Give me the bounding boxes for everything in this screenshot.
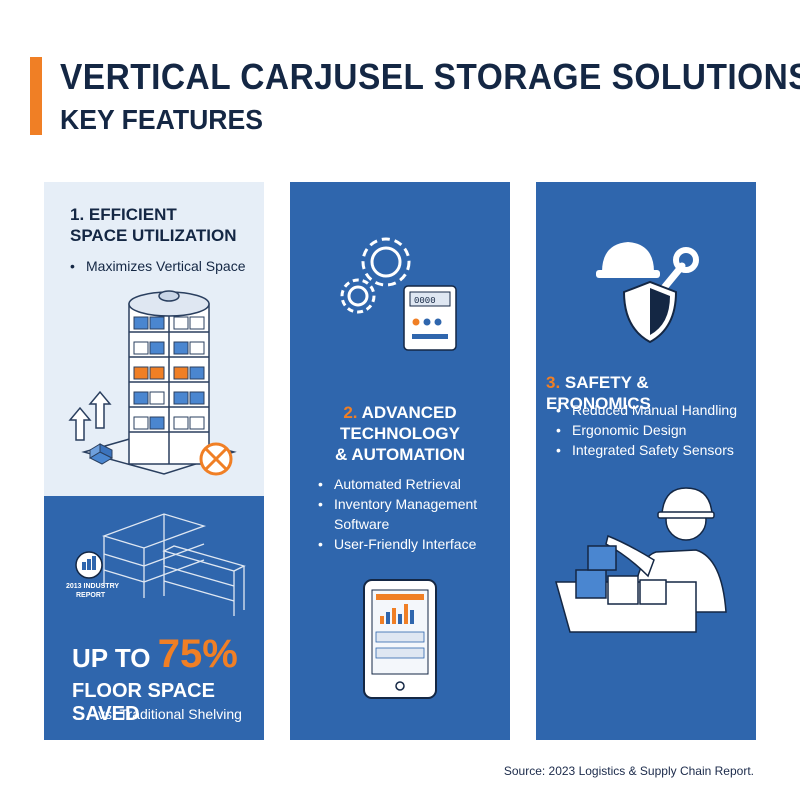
- technology-title: 2. ADVANCED TECHNOLOGY & AUTOMATION: [320, 402, 480, 465]
- technology-number: 2.: [343, 403, 358, 422]
- worker-illustration-icon: [555, 487, 727, 633]
- space-bullets: Maximizes Vertical Space: [70, 256, 246, 276]
- accent-bar: [30, 57, 42, 135]
- stat-prefix: UP TO: [72, 643, 158, 673]
- badge-line2: REPORT: [76, 592, 106, 599]
- technology-bullet-continued: Software: [334, 516, 390, 532]
- stat-headline: UP TO 75%: [72, 634, 238, 678]
- automation-gears-icon: 0000: [340, 237, 457, 351]
- tablet-dashboard-icon: [363, 579, 437, 699]
- floor-space-stat-section: 2013 INDUSTRY REPORT UP TO 75% FLOOR SPA…: [44, 496, 264, 740]
- feature-panel-technology: 0000 2. ADVANCED TECHNOLOGY & AUTOMATION…: [290, 182, 510, 740]
- report-badge-label: 2013 INDUSTRY REPORT: [66, 582, 119, 600]
- carousel-tower-icon: [68, 290, 237, 476]
- technology-bullet: User-Friendly Interface: [318, 534, 477, 554]
- page-subtitle: KEY FEATURES: [60, 104, 263, 135]
- badge-line1: 2013 INDUSTRY: [66, 583, 120, 590]
- safety-bullet: Ergonomic Design: [556, 420, 737, 440]
- technology-bullet: Inventory Management: [318, 494, 477, 514]
- safety-bullet: Integrated Safety Sensors: [556, 440, 737, 460]
- source-note: Source: 2023 Logistics & Supply Chain Re…: [503, 764, 754, 778]
- space-title-line1: 1. EFFICIENT: [70, 205, 177, 224]
- safety-bullet: Reduced Manual Handling: [556, 400, 737, 420]
- feature-panel-space: 1. EFFICIENT SPACE UTILIZATION Maximizes…: [44, 182, 264, 740]
- device-screen-text: 0000: [414, 296, 436, 306]
- report-badge-icon: [75, 551, 103, 579]
- feature-panel-safety: 3. SAFETY & ERONOMICS Reduced Manual Han…: [536, 182, 756, 740]
- space-utilization-section: 1. EFFICIENT SPACE UTILIZATION Maximizes…: [44, 182, 264, 496]
- technology-title-line1: ADVANCED: [361, 403, 457, 422]
- shelving-illustration-icon: [101, 513, 246, 616]
- technology-bullets: Automated Retrieval Inventory Management…: [318, 474, 477, 554]
- page-title: VERTICAL CARJUSEL STORAGE SOLUTIONS: [60, 56, 800, 97]
- safety-shield-icon: [596, 242, 699, 344]
- technology-bullet: Automated Retrieval: [318, 474, 477, 494]
- space-title: 1. EFFICIENT SPACE UTILIZATION: [70, 204, 237, 246]
- safety-number: 3.: [546, 373, 561, 392]
- stat-value: 75%: [157, 632, 238, 676]
- stat-label: FLOOR SPACE SAVED: [72, 680, 215, 725]
- technology-title-line2: TECHNOLOGY: [340, 424, 460, 443]
- safety-bullets: Reduced Manual Handling Ergonomic Design…: [556, 400, 737, 460]
- stat-note: vs. Traditional Shelving: [98, 706, 242, 722]
- space-bullet: Maximizes Vertical Space: [70, 256, 246, 276]
- space-title-line2: SPACE UTILIZATION: [70, 226, 237, 245]
- technology-title-line3: & AUTOMATION: [334, 445, 465, 464]
